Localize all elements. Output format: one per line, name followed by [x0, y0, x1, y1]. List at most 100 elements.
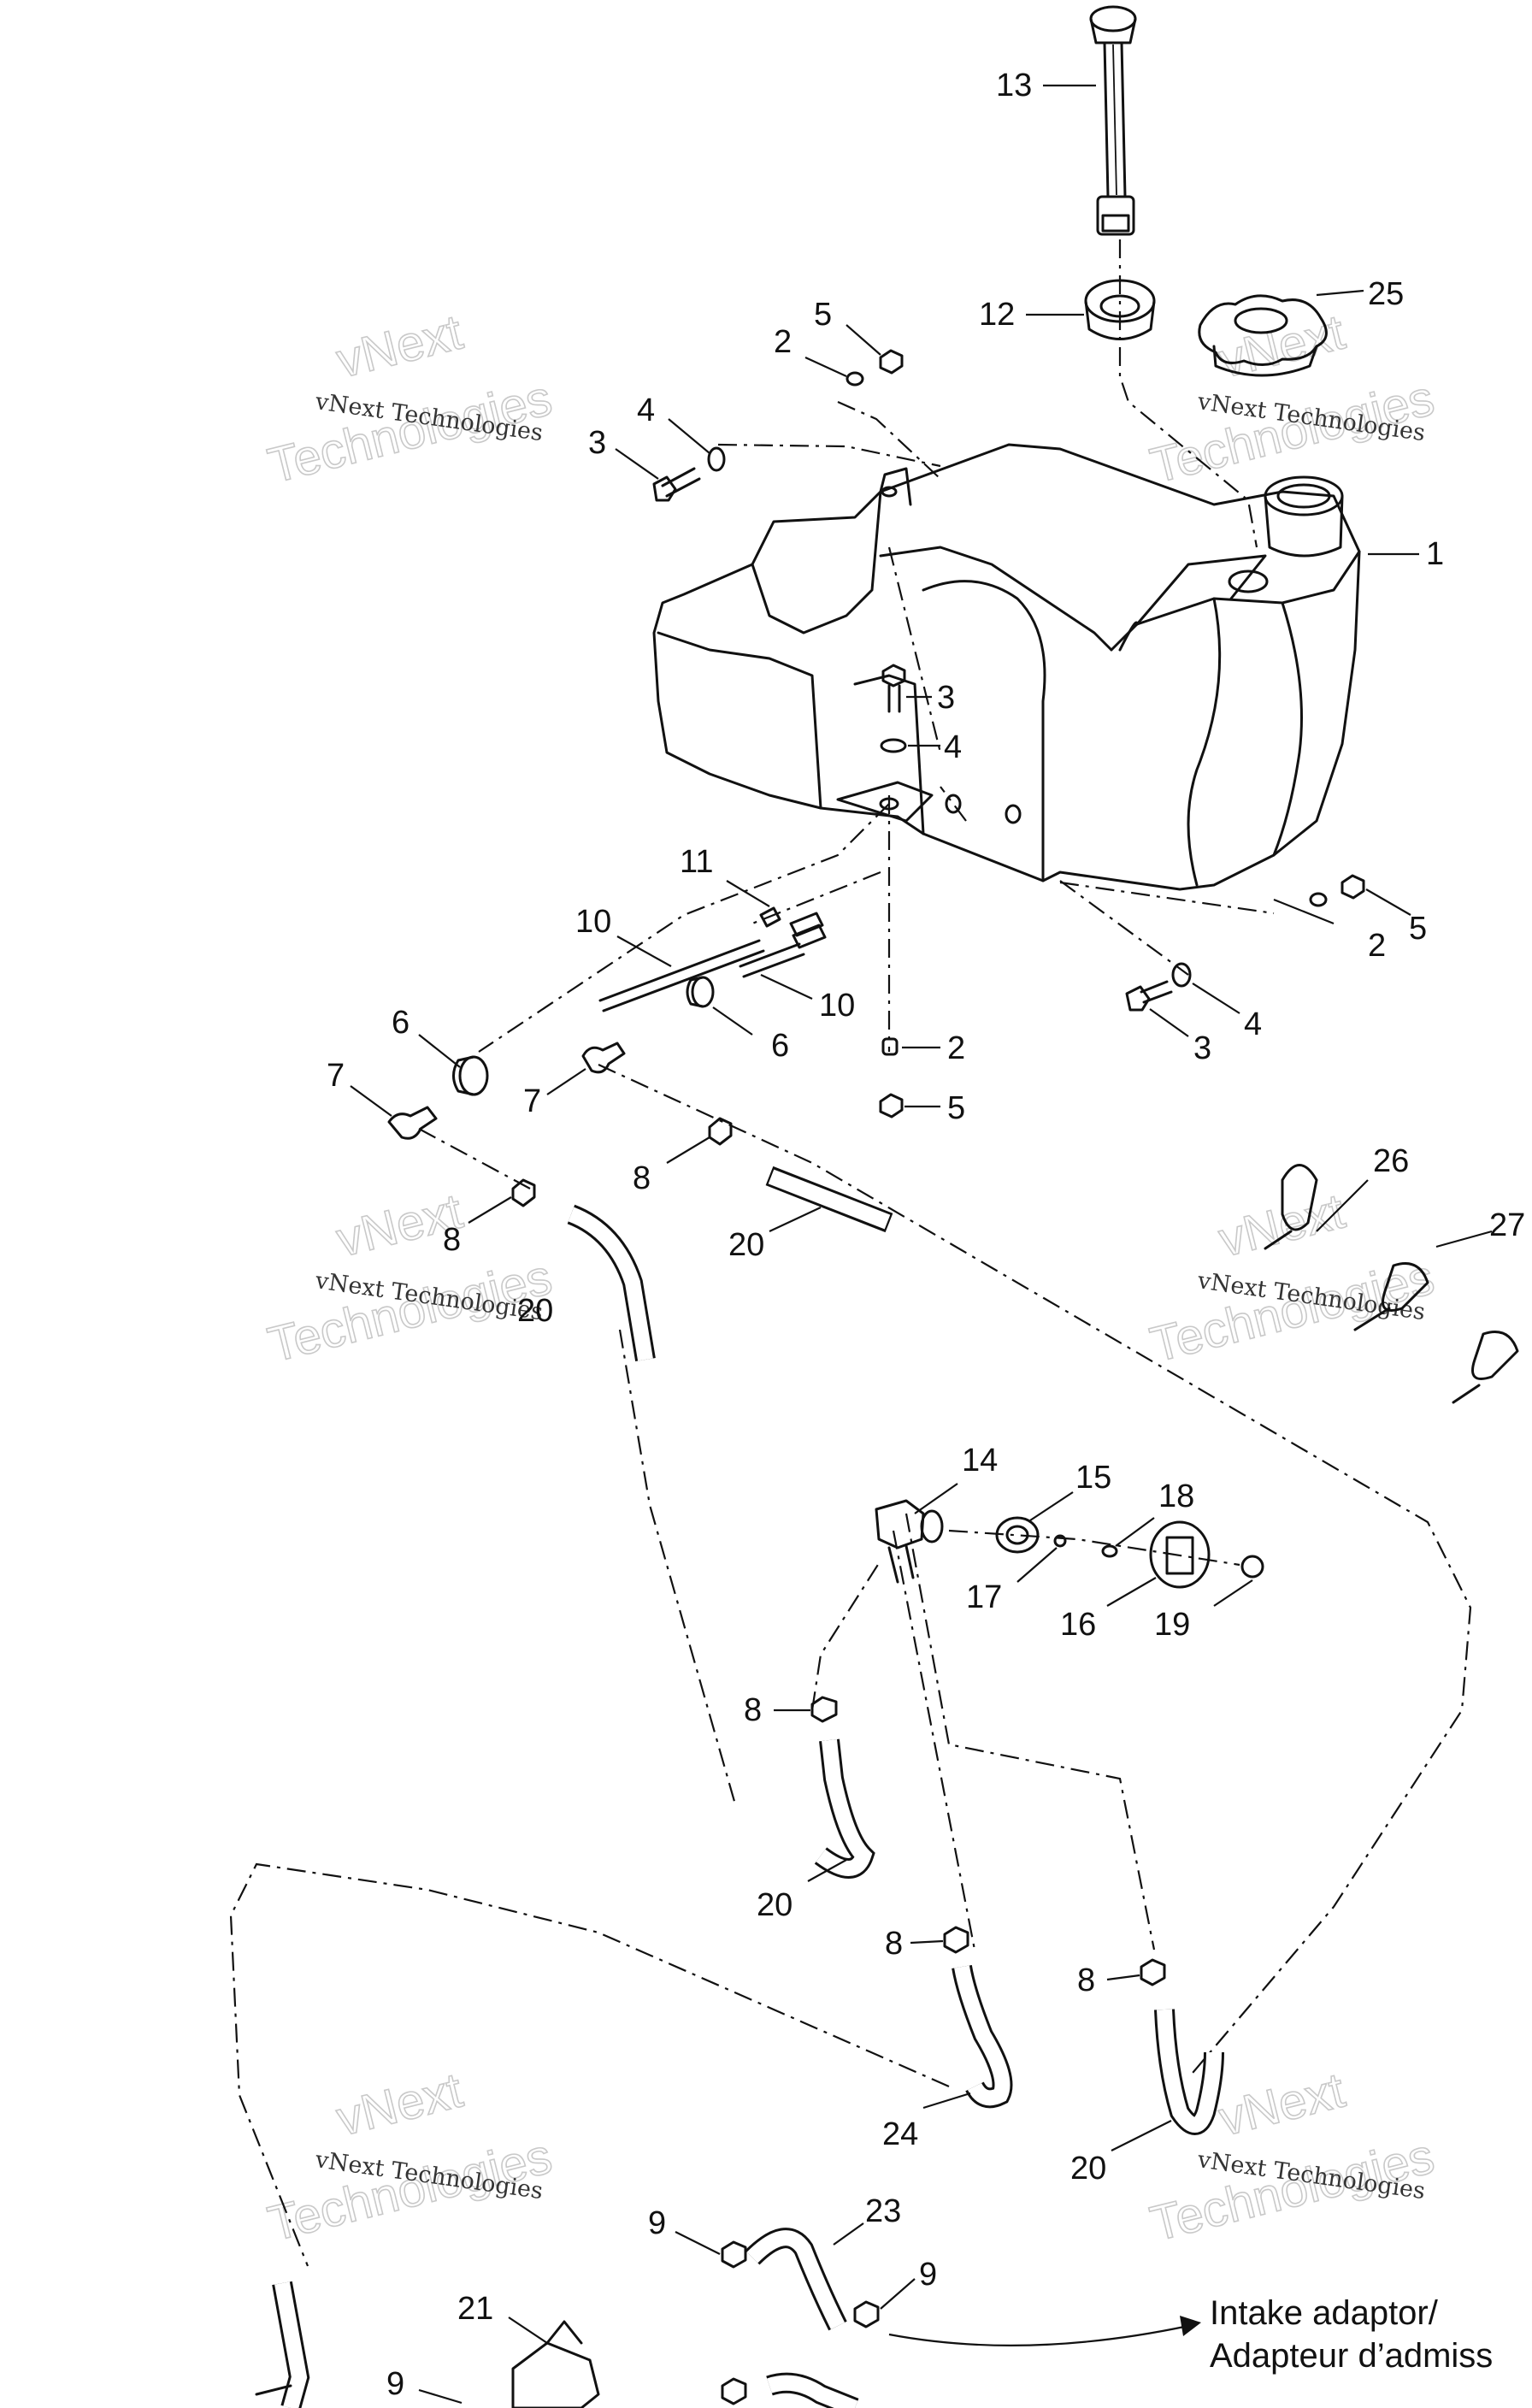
elbow-7-mid: [581, 1042, 626, 1074]
watermark-word-vnext: vNext: [1213, 304, 1350, 389]
clamp-9-c: [721, 2377, 747, 2405]
assembly-line-valve-down: [892, 1530, 976, 1951]
leader-27: [1435, 1230, 1493, 1248]
callout-8: 8: [633, 1160, 651, 1196]
watermark-word-vnext: vNext: [331, 2063, 468, 2147]
spacer-2-bottom: [881, 1037, 899, 1056]
callout-20: 20: [517, 1293, 553, 1329]
tank-mid-line: [853, 674, 925, 835]
leader-18: [1115, 1517, 1155, 1547]
gauge-knob: [1089, 17, 1137, 44]
valve-14-outlet: [920, 1509, 944, 1543]
callout-16: 16: [1060, 1607, 1096, 1643]
tank-right-curve: [1187, 597, 1222, 887]
hose-lower-left-inner: [274, 2281, 308, 2408]
bolt-3-right-head: [1125, 985, 1151, 1012]
callout-4: 4: [637, 392, 655, 428]
assembly-line-valve-parts: [948, 1529, 1240, 1567]
callout-10: 10: [575, 904, 611, 940]
leader-25: [1316, 289, 1364, 297]
intake-note-line-1: Intake adaptor/: [1210, 2294, 1439, 2332]
callout-6: 6: [392, 1005, 410, 1041]
tank-outlet-a: [945, 794, 962, 814]
callout-9: 9: [648, 2205, 666, 2241]
clamp-9-b: [853, 2300, 880, 2328]
intake-note: Intake adaptor/ Adapteur d’admiss: [1210, 2294, 1493, 2375]
tank-outline: [652, 443, 1361, 891]
leader-5a: [846, 324, 881, 356]
tank-tab-hole: [881, 486, 898, 498]
callout-26: 26: [1373, 1143, 1409, 1179]
seal-17: [1053, 1534, 1067, 1548]
leader-3a: [615, 448, 659, 480]
callouts: 13 12 25 5 2 4 3 1 3 4 11 10 10 6 6 7 7 …: [327, 68, 1525, 2402]
grommet-6-mid: [691, 976, 715, 1008]
hose-lower-center-inner: [767, 2375, 858, 2408]
tie-27-b-tail: [1452, 1384, 1481, 1404]
callout-21: 21: [457, 2291, 493, 2327]
tank-detail: [1118, 621, 1139, 652]
tie-26-tail: [1264, 1230, 1293, 1250]
watermark-bottom-right: vNext Technologies vNext Technologies: [1145, 2062, 1441, 2253]
tube-10-mid: [739, 942, 805, 978]
hose-20-upper-left-inner: [568, 1207, 653, 1361]
tank-outlet-b: [1005, 804, 1022, 824]
callout-6: 6: [771, 1028, 789, 1064]
leader-7b: [546, 1068, 586, 1095]
callout-8: 8: [1077, 1962, 1095, 1998]
assembly-line-long-hose: [598, 1064, 1472, 2079]
callout-3: 3: [937, 680, 955, 716]
nut-15: [995, 1516, 1040, 1554]
cap-skirt: [1212, 345, 1318, 377]
leader-16: [1106, 1577, 1157, 1607]
valve-14-stem: [887, 1544, 915, 1584]
leader-9c: [418, 2388, 463, 2405]
callout-11: 11: [680, 844, 713, 880]
callout-5: 5: [947, 1090, 965, 1126]
fuel-gauge-sender: [1089, 5, 1137, 236]
leader-19: [1213, 1579, 1253, 1607]
callout-5: 5: [814, 297, 832, 333]
callout-2: 2: [947, 1030, 965, 1066]
callout-25: 25: [1368, 276, 1404, 312]
filler-neck-inner: [1276, 483, 1331, 509]
clamp-9-a: [721, 2240, 747, 2269]
watermark-word-vnext: vNext: [1213, 2063, 1350, 2147]
tank-rear-tab: [879, 467, 912, 506]
leader-9a: [675, 2231, 721, 2255]
grommet-body: [1084, 299, 1156, 340]
tank-tab-hole-front: [879, 797, 899, 811]
intake-arrow: [888, 2316, 1201, 2346]
cap-19: [1240, 1555, 1264, 1579]
leader-6a: [418, 1034, 461, 1068]
spring-18: [1101, 1544, 1118, 1558]
callout-3: 3: [588, 425, 606, 461]
assembly-line-left-fitting: [418, 1128, 531, 1189]
hose-20-mid-inner: [816, 1739, 873, 1876]
callout-19: 19: [1154, 1607, 1190, 1643]
assembly-line-valve-up: [810, 1560, 881, 1711]
tube-10-left: [598, 939, 765, 1012]
callout-1: 1: [1426, 536, 1444, 572]
gauge-rod-center: [1112, 44, 1117, 196]
hose-clamps: [511, 1117, 1166, 1986]
callout-7: 7: [523, 1083, 541, 1119]
callout-18: 18: [1158, 1478, 1194, 1514]
nut-5-right: [1340, 874, 1365, 900]
leader-26: [1316, 1179, 1369, 1232]
hose-24-inner: [954, 1965, 1011, 2106]
knob-16-grip: [1165, 1536, 1194, 1575]
hose-20-short-inner: [768, 1169, 891, 1230]
tie-26: [1281, 1164, 1318, 1231]
leader-10a: [616, 935, 672, 967]
intake-note-line-2: Adapteur d’admiss: [1210, 2337, 1493, 2375]
pump-21-nipple: [545, 2320, 583, 2345]
callout-10: 10: [819, 988, 855, 1024]
callout-24: 24: [882, 2116, 918, 2152]
leader-4c: [1192, 983, 1240, 1014]
leader-8e: [1106, 1974, 1140, 1981]
callout-13: 13: [996, 68, 1032, 103]
leader-15: [1029, 1491, 1074, 1521]
leader-3c: [1149, 1008, 1189, 1037]
assembly-line-valve-right: [904, 1513, 1156, 1951]
